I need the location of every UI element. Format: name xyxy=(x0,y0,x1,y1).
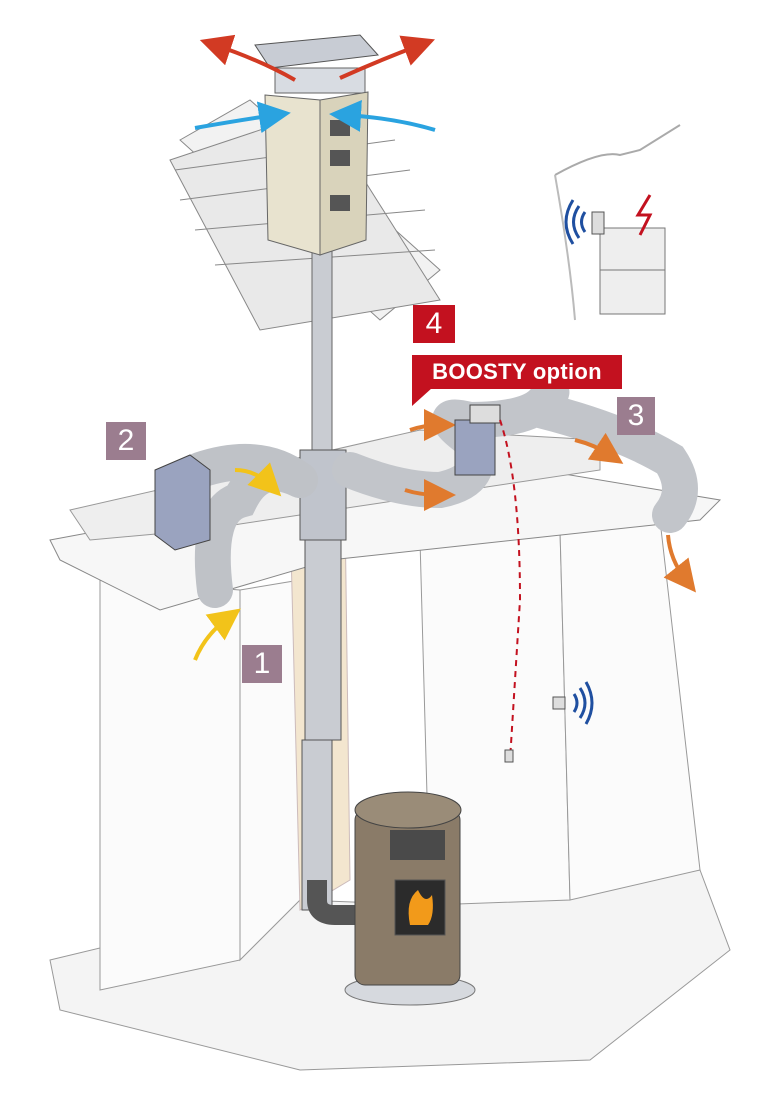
pellet-stove xyxy=(344,791,476,1006)
label-1: 1 xyxy=(242,645,282,683)
label-2: 2 xyxy=(106,422,146,460)
electric-panel xyxy=(554,124,681,321)
control-wire xyxy=(499,419,522,761)
wireless-icon xyxy=(572,681,594,725)
chimney-cap xyxy=(254,34,380,256)
boosty-option-label: BOOSTY option xyxy=(412,355,622,389)
boosty-unit xyxy=(454,404,501,476)
label-3: 3 xyxy=(617,397,655,435)
wall-switch xyxy=(504,749,514,763)
wireless-icon xyxy=(564,199,587,245)
label-4: 4 xyxy=(413,305,455,343)
chimney-pipe xyxy=(299,229,360,925)
airflow-arrows xyxy=(193,409,696,661)
fan-unit xyxy=(154,454,211,551)
boosty-label-pointer xyxy=(412,388,432,406)
thermostat xyxy=(552,681,594,725)
exhaust-arrows xyxy=(194,34,436,134)
